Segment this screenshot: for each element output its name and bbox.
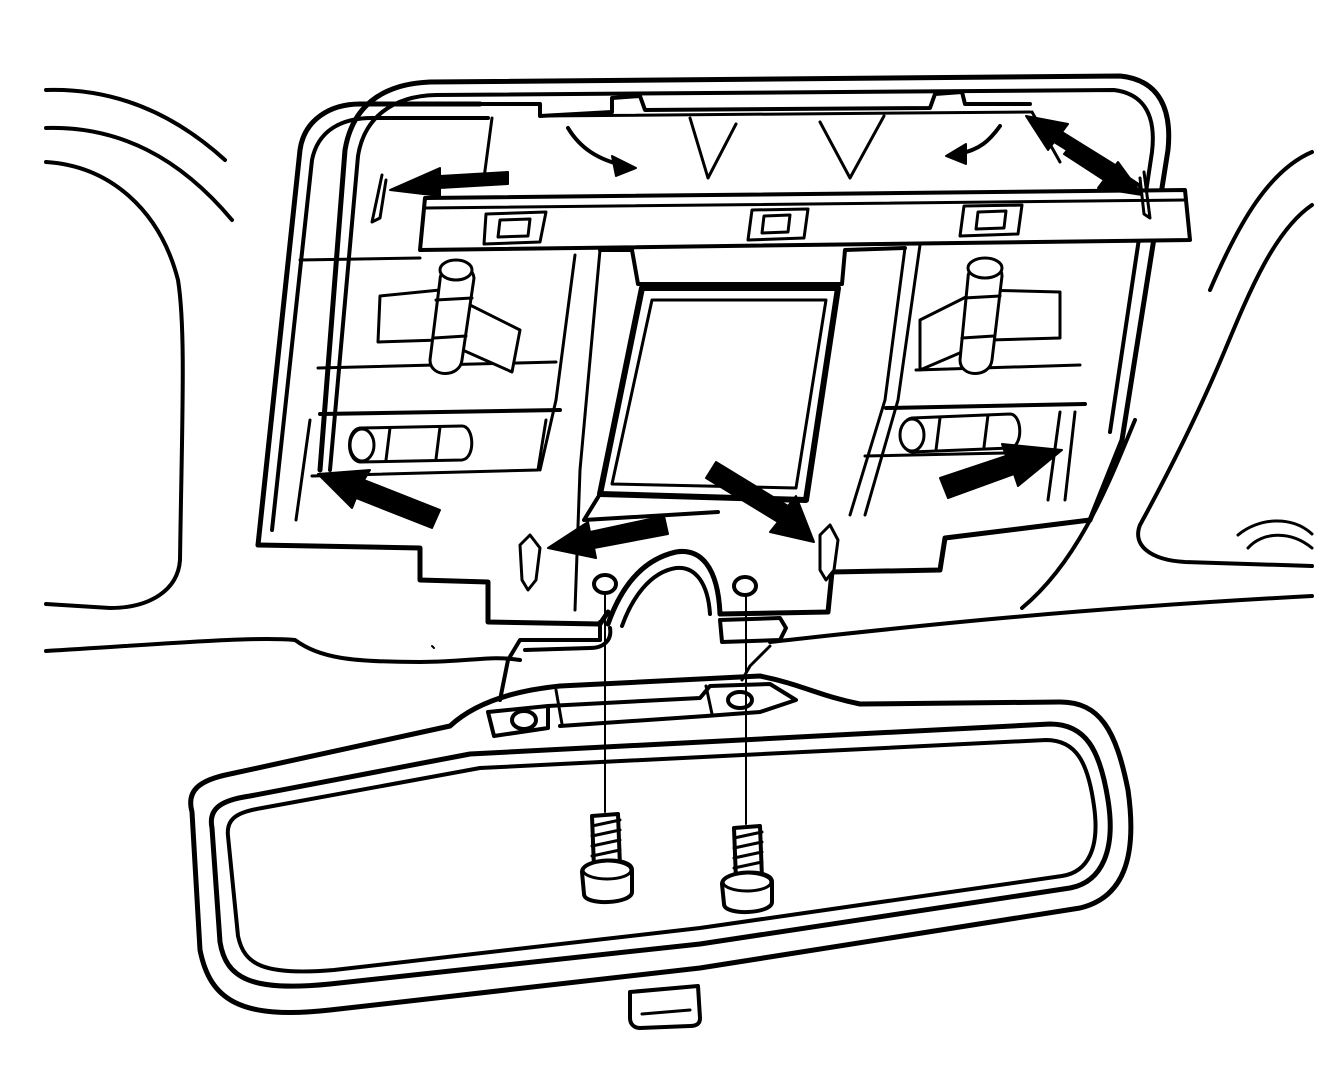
- release-arrow: [611, 155, 637, 177]
- release-arrow: [1063, 143, 1143, 196]
- release-arrow: [939, 443, 1063, 499]
- mounting-hole: [592, 573, 758, 597]
- retaining-clip: [1138, 170, 1152, 220]
- retaining-clip: [918, 256, 1062, 375]
- retaining-clip: [898, 412, 1022, 454]
- retaining-clip: [370, 173, 388, 224]
- roof-console-frame: [255, 73, 1172, 627]
- release-arrow: [389, 167, 509, 197]
- mirror-screw: [580, 593, 774, 915]
- retaining-clip: [376, 258, 522, 375]
- roof-console-opening: [294, 243, 1087, 612]
- release-arrow: [547, 515, 669, 559]
- release-arrows: [317, 115, 1143, 559]
- retaining-clip: [348, 424, 474, 464]
- retaining-clip: [518, 523, 840, 592]
- release-arrow: [317, 469, 441, 529]
- release-arrow: [705, 461, 815, 543]
- release-arrow: [945, 143, 967, 165]
- mounting-bracket: [498, 548, 788, 702]
- retaining-clip-rail: [418, 114, 1192, 252]
- rearview-mirror: [188, 673, 1134, 1030]
